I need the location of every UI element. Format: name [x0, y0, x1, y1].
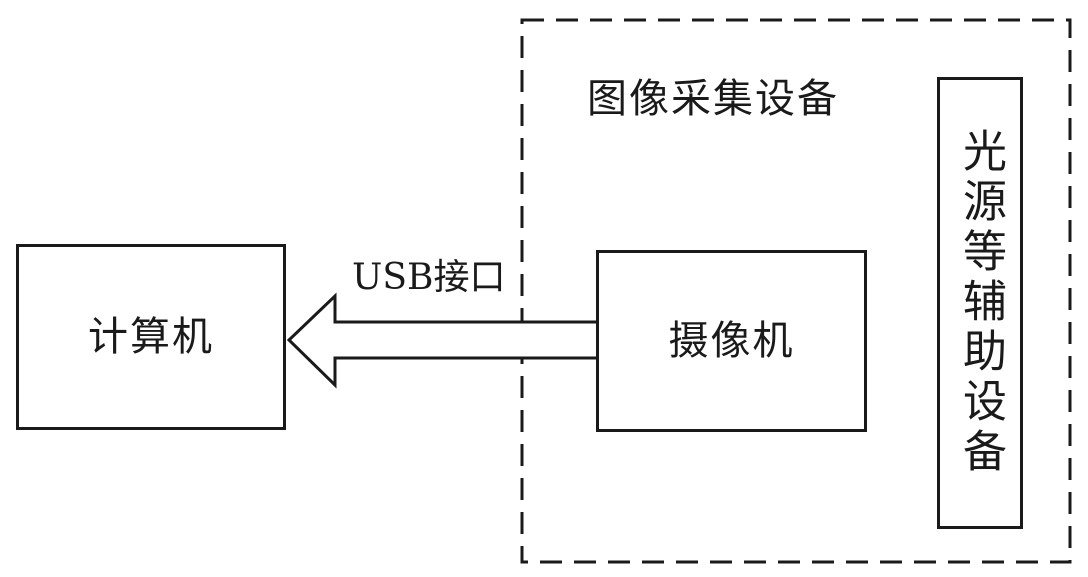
acquisition-group-title: 图像采集设备	[587, 76, 839, 122]
acquisition-group-boundary	[520, 18, 1072, 564]
camera-label: 摄像机	[668, 318, 795, 364]
auxiliary-equipment-node: 光源等辅助设备	[937, 77, 1023, 529]
auxiliary-equipment-label: 光源等辅助设备	[955, 128, 1006, 478]
computer-node: 计算机	[16, 244, 286, 430]
usb-connection-arrow	[286, 292, 596, 389]
camera-node: 摄像机	[596, 250, 867, 432]
computer-label: 计算机	[88, 314, 214, 360]
usb-connection-label: USB接口	[352, 257, 506, 298]
